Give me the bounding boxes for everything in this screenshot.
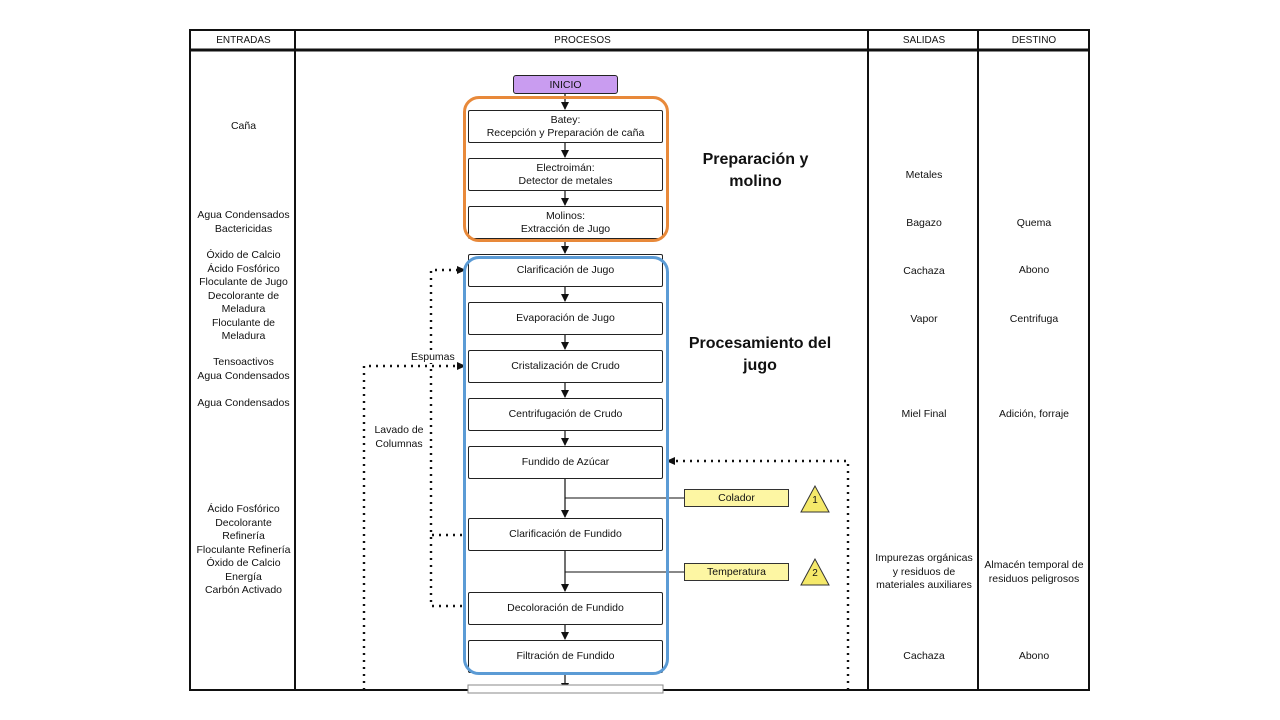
- next-process-box: [467, 684, 664, 694]
- destination-cell: Centrifuga: [1009, 313, 1059, 325]
- header-procesos: PROCESOS: [554, 34, 611, 46]
- destination-cell: Quema: [1016, 217, 1052, 229]
- processing-group-outline: [463, 256, 669, 675]
- output-cell: Cachaza: [903, 265, 945, 277]
- processing-group-label: Procesamiento del jugo: [688, 335, 832, 374]
- control-number: 2: [812, 568, 818, 579]
- input-cell: Óxido de Calcio Ácido Fosfórico Floculan…: [199, 249, 288, 342]
- process-box: Electroimán: Detector de metales: [468, 158, 663, 191]
- destination-cell: Abono: [1018, 650, 1050, 662]
- process-box: Decoloración de Fundido: [468, 592, 663, 625]
- start-node: INICIO: [513, 75, 618, 94]
- control-number: 1: [812, 495, 818, 506]
- process-box: Clarificación de Jugo: [468, 254, 663, 287]
- feedback-loops: [362, 268, 850, 690]
- output-cell: Impurezas orgánicas y residuos de materi…: [875, 552, 973, 591]
- control-triangles: [800, 484, 830, 586]
- header-salidas: SALIDAS: [902, 34, 946, 46]
- process-box: Cristalización de Crudo: [468, 350, 663, 383]
- control-triangle-2: [800, 557, 830, 586]
- control-triangle-1: [800, 484, 830, 513]
- espumas-label: Espumas: [410, 351, 456, 363]
- lavado-label: Lavado de Columnas: [374, 424, 424, 450]
- input-cell: Ácido Fosfórico Decolorante Refinería Fl…: [196, 503, 291, 596]
- input-cell: Agua Condensados Bactericidas: [197, 209, 290, 235]
- process-box: Molinos: Extracción de Jugo: [468, 206, 663, 239]
- destination-cell: Adición, forraje: [998, 408, 1070, 420]
- preparation-group-label: Preparación y molino: [702, 151, 809, 190]
- process-box: Clarificación de Fundido: [468, 518, 663, 551]
- feedback-arrowheads: [457, 266, 675, 465]
- preparation-group-outline: [463, 96, 669, 242]
- input-cell: Agua Condensados: [197, 397, 290, 409]
- header-entradas: ENTRADAS: [216, 34, 271, 46]
- destination-cell: Abono: [1018, 264, 1050, 276]
- control-point-colador: Colador: [684, 489, 789, 507]
- output-cell: Miel Final: [901, 408, 947, 420]
- control-point-temperatura: Temperatura: [684, 563, 789, 581]
- output-cell: Cachaza: [903, 650, 945, 662]
- process-box: Batey: Recepción y Preparación de caña: [468, 110, 663, 143]
- process-box: Fundido de Azúcar: [468, 446, 663, 479]
- header-destino: DESTINO: [1011, 34, 1057, 46]
- input-cell: Tensoactivos Agua Condensados: [197, 356, 290, 382]
- output-cell: Metales: [905, 169, 943, 181]
- process-box: Evaporación de Jugo: [468, 302, 663, 335]
- output-cell: Vapor: [910, 313, 938, 325]
- destination-cell: Almacén temporal de residuos peligrosos: [984, 559, 1084, 585]
- process-box: Centrifugación de Crudo: [468, 398, 663, 431]
- input-cell: Caña: [230, 120, 257, 132]
- output-cell: Bagazo: [906, 217, 942, 229]
- control-connectors: [565, 497, 684, 573]
